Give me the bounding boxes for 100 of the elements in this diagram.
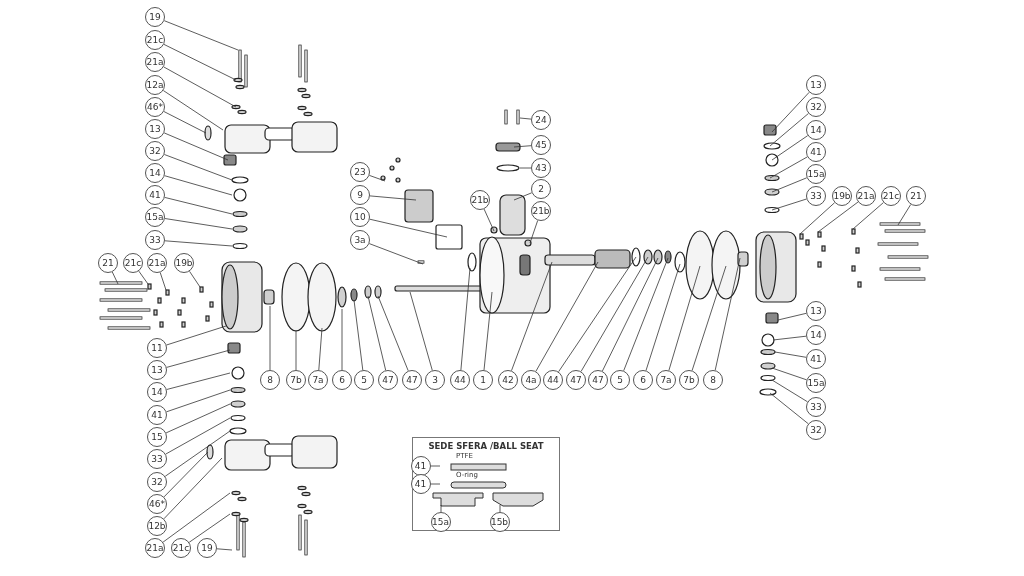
leader-line: [163, 20, 239, 51]
callout-number: 12a: [145, 75, 165, 95]
inset-title: SEDE SFERA /BALL SEAT: [427, 441, 545, 451]
callout-number: 15a: [806, 373, 826, 393]
leader-line: [483, 291, 493, 371]
leader-line: [166, 325, 227, 346]
callout-number: 3a: [350, 230, 370, 250]
callout-number: 14: [806, 325, 826, 345]
leader-line: [163, 44, 237, 81]
callout-number: 32: [806, 97, 826, 117]
leader-line: [529, 220, 539, 244]
leader-line: [189, 270, 201, 288]
callout-number: 7a: [656, 370, 676, 390]
callout-number: 21c: [171, 538, 191, 558]
callout-number: 47: [588, 370, 608, 390]
callout-number: 7b: [679, 370, 699, 390]
leader-line: [535, 261, 599, 372]
leader-line: [771, 135, 809, 161]
leader-line: [774, 351, 807, 358]
callout-number: 14: [806, 120, 826, 140]
leader-line: [164, 218, 233, 230]
callout-number: 41: [806, 349, 826, 369]
leader-line: [771, 91, 810, 133]
callout-number: 21b: [470, 190, 490, 210]
leader-line: [163, 457, 223, 520]
callout-number: 19: [145, 7, 165, 27]
leader-line: [668, 265, 701, 371]
leader-line: [430, 465, 441, 467]
leader-line: [163, 132, 229, 161]
leader-line: [159, 272, 167, 291]
callout-number: 41: [145, 185, 165, 205]
callout-number: 15a: [145, 207, 165, 227]
callout-number: 47: [378, 370, 398, 390]
callout-number: 7b: [286, 370, 306, 390]
leader-line: [645, 263, 681, 371]
callout-number: 5: [354, 370, 374, 390]
callout-number: 21c: [881, 186, 901, 206]
leader-line: [163, 451, 209, 498]
leader-line: [269, 305, 271, 371]
callout-number: 21c: [123, 253, 143, 273]
leader-line: [409, 291, 433, 371]
leader-line: [771, 177, 808, 193]
callout-number: 13: [806, 75, 826, 95]
leader-line: [623, 257, 669, 372]
callout-number: 42: [498, 370, 518, 390]
leader-line: [460, 267, 471, 371]
leader-line: [771, 198, 807, 211]
leader-line: [163, 66, 237, 108]
leader-line: [166, 389, 231, 413]
callout-number: 21a: [145, 52, 165, 72]
callout-number: 21b: [531, 201, 551, 221]
leader-line: [138, 270, 149, 285]
callout-number: 21: [906, 186, 926, 206]
leader-line: [295, 329, 297, 371]
callout-number: 21a: [147, 253, 167, 273]
callout-number: 21: [98, 253, 118, 273]
callout-number: 7a: [308, 370, 328, 390]
leader-line: [353, 299, 364, 371]
leader-line: [166, 372, 231, 390]
leader-line: [511, 261, 553, 371]
leader-line: [519, 117, 532, 120]
leader-line: [799, 202, 835, 235]
leader-line: [499, 504, 501, 513]
callout-number: 32: [806, 420, 826, 440]
leader-line: [163, 111, 207, 134]
leader-line: [318, 327, 323, 371]
leader-line: [188, 513, 231, 543]
callout-number: 10: [350, 207, 370, 227]
leader-line: [111, 271, 119, 285]
callout-number: 15b: [489, 511, 510, 532]
callout-number: 13: [147, 360, 167, 380]
callout-number: 14: [147, 382, 167, 402]
callout-number: 14: [145, 163, 165, 183]
leader-line: [769, 392, 809, 425]
callout-number: 44: [450, 370, 470, 390]
callout-number: 9: [350, 185, 370, 205]
leader-line: [602, 257, 659, 372]
callout-number: 15: [147, 427, 167, 447]
leader-line: [769, 156, 808, 179]
leader-line: [367, 295, 387, 371]
callout-number: 21a: [145, 538, 165, 558]
callout-number: 33: [806, 397, 826, 417]
callout-number: 21c: [145, 30, 165, 50]
callout-number: 5: [610, 370, 630, 390]
callout-number: 33: [806, 186, 826, 206]
leader-line: [769, 113, 809, 147]
callout-number: 3: [425, 370, 445, 390]
callout-number: 46*: [147, 494, 167, 514]
leader-line: [714, 257, 741, 371]
leader-line: [691, 265, 727, 371]
callout-number: 41: [806, 142, 826, 162]
leader-line: [166, 349, 231, 368]
leader-line: [164, 240, 233, 247]
callout-number: 47: [402, 370, 422, 390]
leader-line: [369, 218, 448, 238]
callout-number: 44: [543, 370, 563, 390]
callout-number: 33: [145, 230, 165, 250]
leader-line: [771, 379, 808, 403]
leader-line: [513, 145, 532, 148]
inset-panel: [412, 437, 560, 531]
